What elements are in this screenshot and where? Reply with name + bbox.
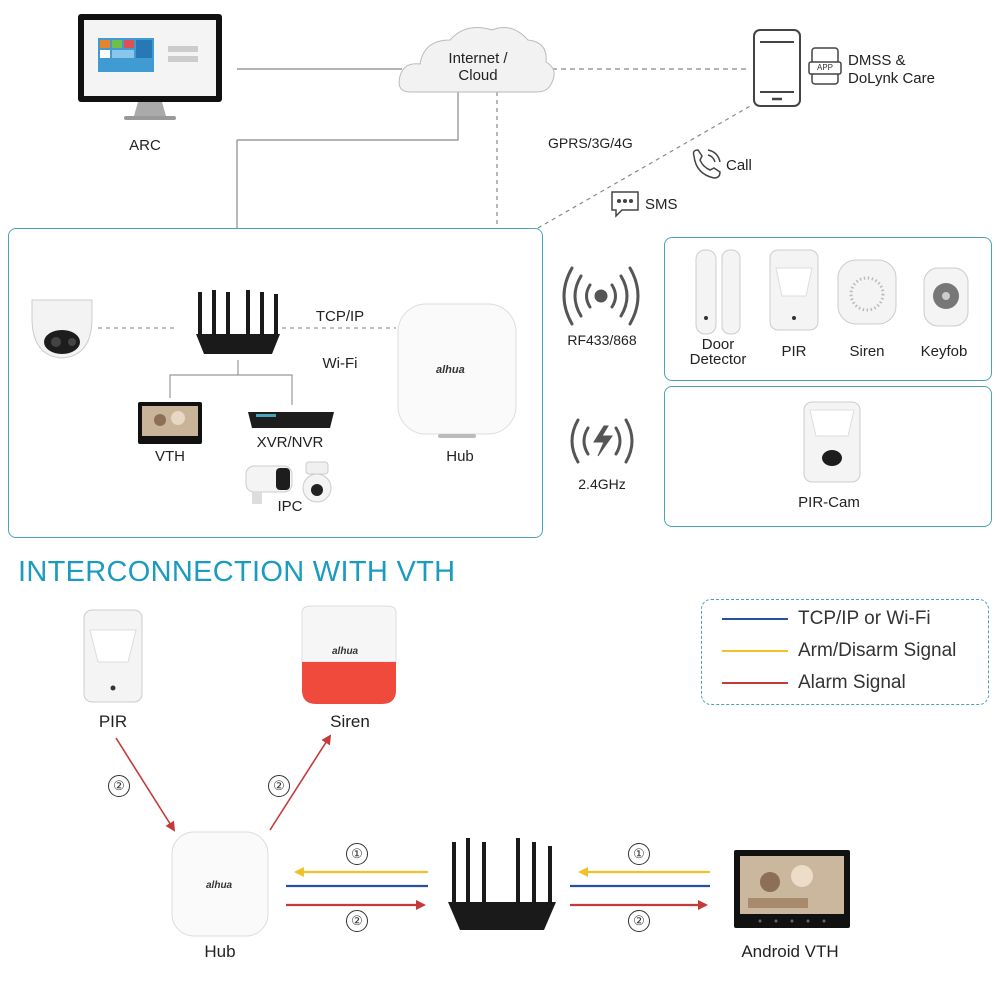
hub-logo: alhua xyxy=(436,364,465,376)
arc-monitor-icon xyxy=(78,14,222,120)
xvr-device-icon xyxy=(248,412,334,428)
router-vth-lines xyxy=(570,867,710,910)
siren-bottom-label: Siren xyxy=(330,712,370,731)
vth-label: VTH xyxy=(155,448,185,465)
rf-wave-icon xyxy=(562,266,640,326)
legend-item-alarm: Alarm Signal xyxy=(722,672,906,694)
door-label-line1: Door xyxy=(701,336,735,353)
sms-icon xyxy=(611,191,639,218)
keyfob-icon xyxy=(923,267,969,327)
call-label: Call xyxy=(726,157,752,174)
system-connections xyxy=(98,327,396,405)
siren-label: Siren xyxy=(849,343,885,360)
legend-line-arm xyxy=(722,650,788,652)
cloud-icon xyxy=(398,27,555,93)
legend-line-tcpip xyxy=(722,618,788,620)
cloud-down-line xyxy=(237,92,459,141)
xvr-label: XVR/NVR xyxy=(256,434,324,451)
pircam-label: PIR-Cam xyxy=(798,494,860,511)
step-marker-router-vth-1: ① xyxy=(628,843,650,865)
hub-bottom-icon xyxy=(171,831,269,937)
dome-camera-icon xyxy=(31,299,93,359)
router-bottom-icon xyxy=(448,838,556,930)
wifi-label: Wi-Fi xyxy=(322,355,358,372)
step-marker-hub-router-1: ① xyxy=(346,843,368,865)
pir-sensor-bottom-icon xyxy=(83,609,143,703)
hub-router-lines xyxy=(286,867,428,910)
vth-device-icon xyxy=(138,402,202,444)
step-marker-hub-router-2: ② xyxy=(346,910,368,932)
hub-label: Hub xyxy=(446,448,474,465)
legend-box: TCP/IP or Wi-Fi Arm/Disarm Signal Alarm … xyxy=(701,599,989,705)
hub-device-icon xyxy=(397,303,517,438)
legend-label-alarm: Alarm Signal xyxy=(798,672,906,693)
ghz-wave-icon xyxy=(570,418,634,464)
step-marker-router-vth-2: ② xyxy=(628,910,650,932)
pir-sensor-icon xyxy=(769,249,819,331)
pircam-box xyxy=(664,386,992,527)
phone-icon xyxy=(753,29,801,107)
legend-line-alarm xyxy=(722,682,788,684)
keyfob-label: Keyfob xyxy=(920,343,968,360)
arrow-hub-to-siren xyxy=(269,734,332,831)
legend-item-tcpip: TCP/IP or Wi-Fi xyxy=(722,608,931,630)
cloud-label-line2: Cloud xyxy=(458,67,498,84)
call-icon xyxy=(692,149,721,179)
android-vth-label: Android VTH xyxy=(741,942,839,961)
top-connections xyxy=(236,68,753,229)
ptz-camera-icon xyxy=(302,461,332,503)
legend-item-arm: Arm/Disarm Signal xyxy=(722,640,956,662)
arrow-pir-to-hub xyxy=(115,737,176,832)
app-badge: APP xyxy=(816,63,833,72)
ipc-label: IPC xyxy=(277,498,303,515)
android-vth-icon xyxy=(734,850,850,928)
tcpip-label: TCP/IP xyxy=(315,308,365,325)
siren-bottom-logo: alhua xyxy=(332,646,359,657)
step-marker-hub-siren: ② xyxy=(268,775,290,797)
legend-label-tcpip: TCP/IP or Wi-Fi xyxy=(798,608,931,629)
app-label-line1: DMSS & xyxy=(848,52,906,69)
rf-devices-box xyxy=(664,237,992,381)
siren-outdoor-icon xyxy=(301,605,397,704)
ghz-label: 2.4GHz xyxy=(578,476,626,492)
cloud-label-line1: Internet / xyxy=(448,50,508,67)
system-box xyxy=(8,228,543,538)
hub-bottom-label: Hub xyxy=(204,942,236,961)
rf-label: RF433/868 xyxy=(567,332,637,348)
app-icon xyxy=(808,47,842,85)
app-label-line2: DoLynk Care xyxy=(848,70,935,87)
arc-label: ARC xyxy=(129,137,161,154)
pir-bottom-label: PIR xyxy=(98,712,128,731)
hub-bottom-logo: alhua xyxy=(206,880,233,891)
sms-label: SMS xyxy=(645,196,678,213)
legend-label-arm: Arm/Disarm Signal xyxy=(798,640,957,661)
pir-label: PIR xyxy=(781,343,807,360)
pir-cam-icon xyxy=(803,401,861,483)
gprs-label: GPRS/3G/4G xyxy=(548,135,633,151)
gprs-dashed xyxy=(537,104,753,229)
siren-speaker-icon xyxy=(837,259,897,325)
door-label-line2: Detector xyxy=(689,351,747,368)
interconnection-title: INTERCONNECTION WITH VTH xyxy=(18,556,456,588)
step-marker-pir-hub: ② xyxy=(108,775,130,797)
bullet-camera-icon xyxy=(245,465,293,504)
router-top-icon xyxy=(196,290,280,354)
door-detector-icon xyxy=(695,249,741,335)
